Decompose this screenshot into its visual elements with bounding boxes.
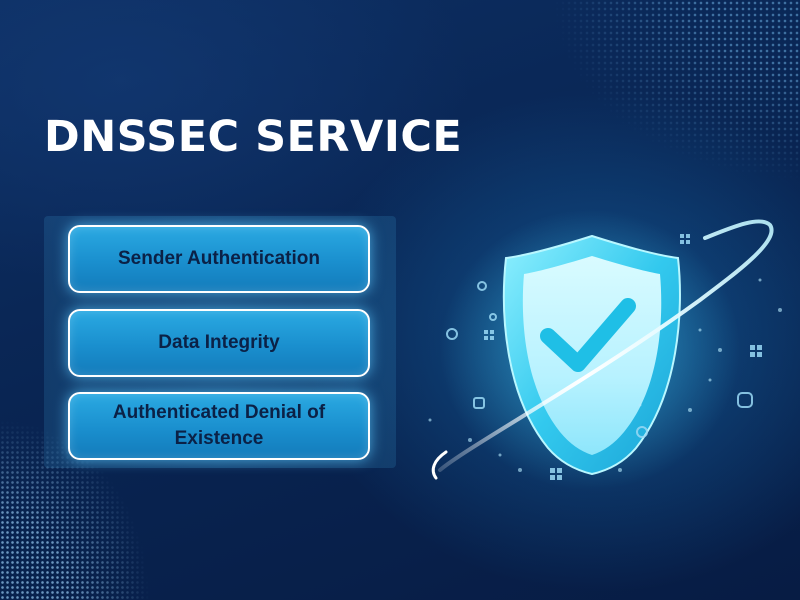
orbit-ring-tail (431, 450, 448, 480)
gear-icon (636, 426, 648, 438)
orbit-ring (438, 219, 774, 472)
gear-icon (446, 328, 458, 340)
dot-icon (489, 313, 497, 321)
feature-authenticated-denial[interactable]: Authenticated Denial of Existence (68, 392, 370, 460)
grid-icon (484, 234, 762, 480)
lock-icon (473, 397, 485, 409)
sparkle-dots (428, 278, 782, 472)
dot-icon (477, 281, 487, 291)
shield-check-icon (502, 234, 681, 476)
page-title: DNSSEC SERVICE (44, 112, 463, 162)
feature-data-integrity[interactable]: Data Integrity (68, 309, 370, 377)
dot-icon (737, 392, 753, 408)
dot-pattern-top-right (470, 0, 800, 240)
feature-sender-authentication[interactable]: Sender Authentication (68, 225, 370, 293)
